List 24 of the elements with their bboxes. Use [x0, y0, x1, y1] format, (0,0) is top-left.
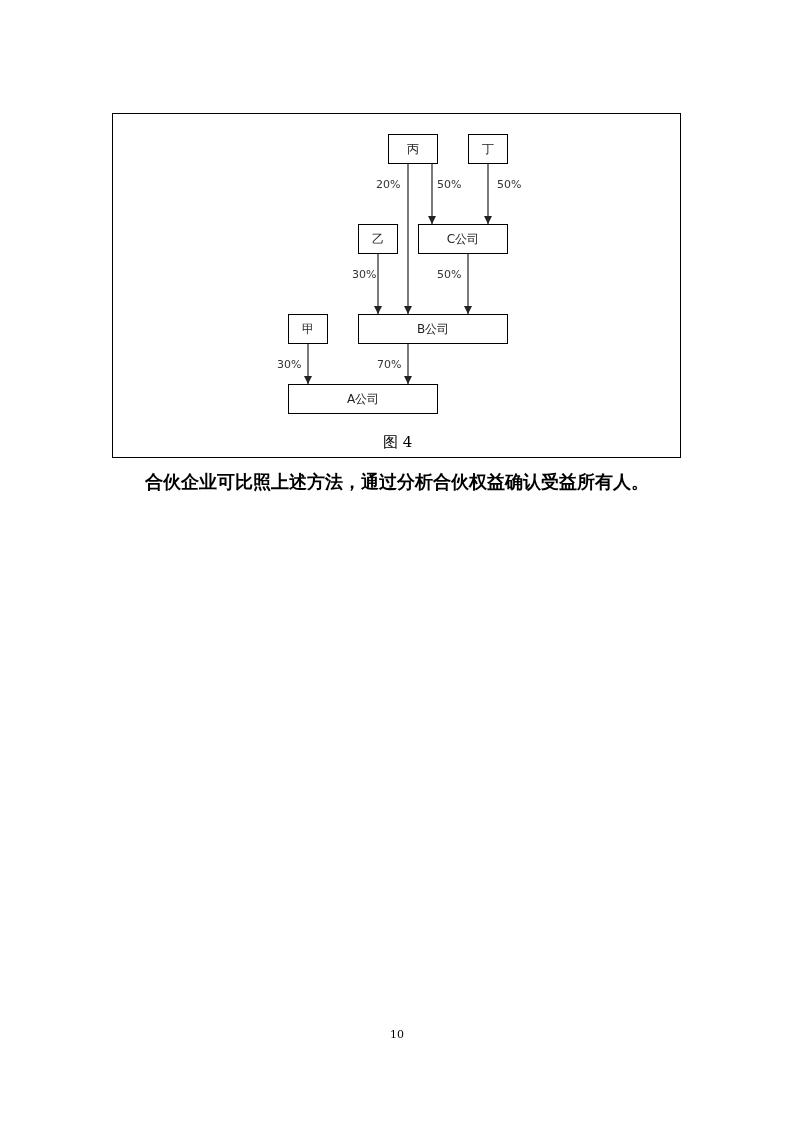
edge-label: 70% — [376, 358, 403, 371]
arrow — [427, 163, 437, 225]
entity-box: 丙 — [388, 134, 438, 164]
edge-label: 20% — [375, 178, 402, 191]
entity-box: A公司 — [288, 384, 438, 414]
entity-box: B公司 — [358, 314, 508, 344]
edge-label: 50% — [496, 178, 523, 191]
arrow — [403, 163, 413, 315]
edge-label: 30% — [276, 358, 303, 371]
entity-box: 甲 — [288, 314, 328, 344]
body-text: 合伙企业可比照上述方法，通过分析合伙权益确认受益所有人。 — [145, 470, 649, 494]
entity-box: 丁 — [468, 134, 508, 164]
arrow — [483, 163, 493, 225]
figure-caption: 图 4 — [383, 433, 413, 452]
edge-label: 50% — [436, 268, 463, 281]
arrow — [373, 253, 383, 315]
edge-label: 30% — [351, 268, 378, 281]
arrow — [303, 343, 313, 385]
edge-label: 50% — [436, 178, 463, 191]
page-number: 10 — [390, 1028, 404, 1041]
entity-box: 乙 — [358, 224, 398, 254]
entity-box: C公司 — [418, 224, 508, 254]
arrow — [403, 343, 413, 385]
arrow — [463, 253, 473, 315]
